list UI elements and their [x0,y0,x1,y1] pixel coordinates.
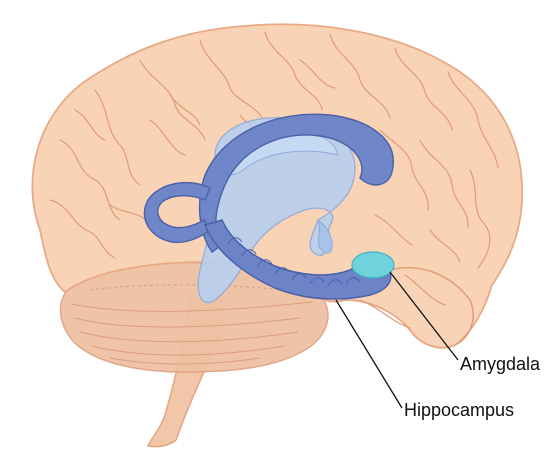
amygdala [352,252,394,278]
hippocampus-label: Hippocampus [404,400,514,420]
hippocampus-leader-line [336,300,402,408]
amygdala-label: Amygdala [460,354,541,374]
